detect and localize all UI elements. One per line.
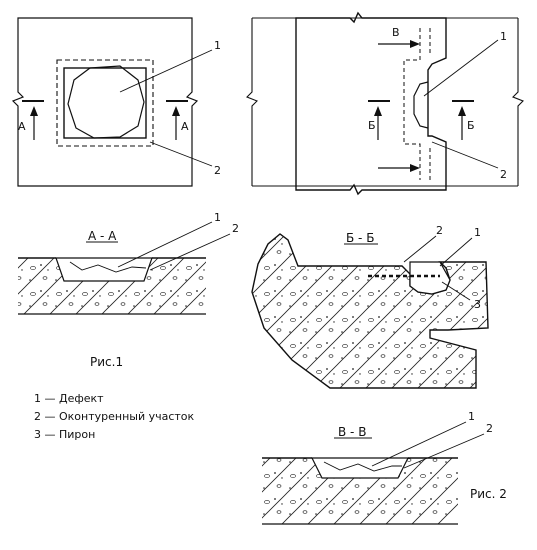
legend-item-defect: 1 — Дефект	[34, 392, 104, 405]
section-mark-b-left: Б	[368, 119, 376, 132]
section-mark-v: В	[392, 26, 400, 39]
section-b-b	[251, 233, 489, 389]
section-v-v-title: В - В	[338, 425, 366, 439]
section-mark-b-right: Б	[467, 119, 475, 132]
fig2-caption: Рис. 2	[470, 487, 507, 501]
legend-item-outlined-area: 2 — Оконтуренный участок	[34, 410, 195, 423]
fig1-caption: Рис.1	[90, 355, 123, 369]
section-a-a	[18, 221, 231, 315]
fig1-defect-shape	[67, 65, 145, 139]
section-v-callout-outline: 2	[486, 422, 493, 435]
section-a-callout-outline: 2	[232, 222, 239, 235]
section-a-a-title: А - А	[88, 229, 117, 243]
section-b-callout-defect: 1	[474, 226, 481, 239]
fig1-callout-outline: 2	[214, 164, 221, 177]
section-v-callout-defect: 1	[468, 410, 475, 423]
fig1-outlined-area	[56, 59, 154, 147]
section-a-callout-defect: 1	[214, 211, 221, 224]
section-b-b-title: Б - Б	[346, 231, 374, 245]
fig2-elevation-view	[246, 11, 524, 196]
section-b-callout-dowel: 3	[474, 298, 481, 311]
section-mark-a-right: А	[181, 120, 189, 133]
fig1-plan-view	[11, 17, 213, 187]
legend-item-dowel: 3 — Пирон	[34, 428, 95, 441]
section-b-callout-outline: 2	[436, 224, 443, 237]
fig1-callout-defect: 1	[214, 39, 221, 52]
legend: 1 — Дефект 2 — Оконтуренный участок 3 — …	[34, 392, 195, 441]
section-v-v	[262, 421, 485, 525]
section-mark-a-left: А	[18, 120, 26, 133]
fig2-callout-defect: 1	[500, 30, 507, 43]
fig2-callout-outline: 2	[500, 168, 507, 181]
